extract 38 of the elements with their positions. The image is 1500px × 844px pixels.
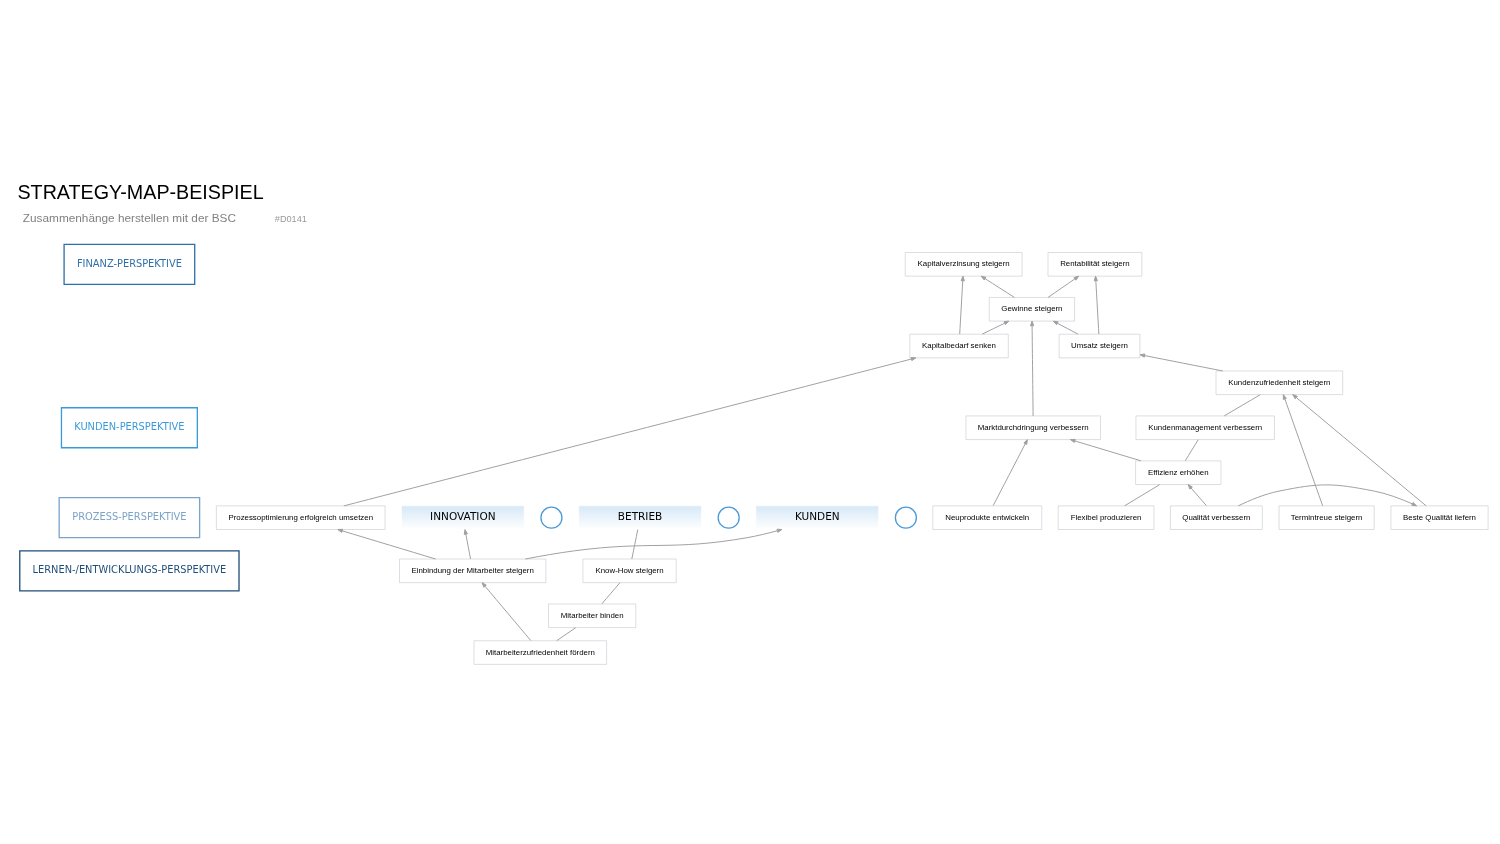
connector xyxy=(1184,438,1199,461)
arrow xyxy=(343,356,917,506)
connector xyxy=(556,626,577,641)
connector xyxy=(601,581,621,604)
arrow xyxy=(1052,320,1079,335)
node-box: KUNDEN-PERSPEKTIVE xyxy=(60,406,198,448)
diagram-title: STRATEGY-MAP-BEISPIEL xyxy=(17,180,264,203)
node-box: KUNDEN xyxy=(755,505,879,530)
arrow xyxy=(1282,393,1324,506)
node-circle xyxy=(540,506,563,529)
arrow xyxy=(1047,275,1080,298)
arrow xyxy=(980,275,1015,298)
arrow xyxy=(1030,320,1035,416)
node-box: FINANZ-PERSPEKTIVE xyxy=(63,243,196,285)
arrow xyxy=(524,528,783,559)
node-circle xyxy=(717,506,740,529)
arrow xyxy=(463,528,472,559)
arrow xyxy=(1237,483,1418,506)
connector xyxy=(1124,483,1161,506)
node-circle xyxy=(894,506,918,529)
node-box: LERNEN-/ENTWICKLUNGS-PERSPEKTIVE xyxy=(19,549,240,591)
label: Zusammenhänge herstellen mit der BSC xyxy=(22,210,236,225)
arrow xyxy=(481,581,532,641)
arrow xyxy=(981,320,1010,335)
node-box: BETRIEB xyxy=(578,505,702,530)
label: #D0141 xyxy=(274,213,307,224)
node-box: INNOVATION xyxy=(401,505,525,530)
arrow xyxy=(1139,353,1224,371)
arrow xyxy=(1292,393,1427,506)
arrow xyxy=(1187,483,1207,506)
arrow xyxy=(1069,438,1142,461)
arrow xyxy=(992,438,1028,506)
arrow xyxy=(959,275,965,334)
node-box: PROZESS-PERSPEKTIVE xyxy=(58,496,201,538)
connector xyxy=(1223,393,1261,416)
connector xyxy=(631,528,639,559)
arrow xyxy=(337,528,437,559)
arrow xyxy=(1093,275,1100,334)
